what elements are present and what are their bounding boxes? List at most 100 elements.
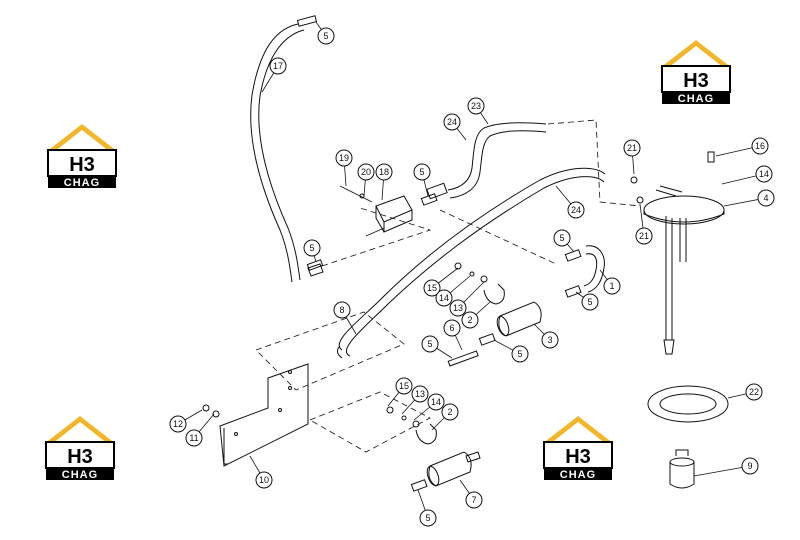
callout-label: 20 — [361, 167, 371, 177]
callout-7: 7 — [459, 479, 483, 509]
callout-circle — [435, 289, 453, 307]
callout-circle — [581, 293, 599, 311]
callout-15: 15 — [387, 377, 413, 407]
callout-circle — [441, 403, 459, 421]
callout-circle — [185, 429, 203, 447]
solenoid-valve-18 — [339, 185, 413, 237]
callout-circle — [413, 163, 431, 181]
fittings — [306, 193, 582, 492]
callout-14: 14 — [413, 393, 445, 421]
callout-circle — [169, 415, 187, 433]
callout-11: 11 — [185, 413, 215, 447]
callout-label: 9 — [747, 461, 752, 471]
callout-9: 9 — [693, 457, 759, 477]
callout-1: 1 — [599, 269, 621, 295]
callout-circle — [567, 201, 585, 219]
callout-circle — [303, 239, 321, 257]
callout-circle — [443, 319, 461, 337]
callout-label: 23 — [471, 101, 481, 111]
callout-5: 5 — [303, 239, 321, 263]
hose-17 — [250, 15, 324, 283]
callout-label: 15 — [399, 381, 409, 391]
fuel-filter-3 — [496, 301, 542, 337]
hose-8 — [336, 167, 606, 359]
callout-circle — [511, 345, 529, 363]
callout-24: 24 — [555, 185, 585, 219]
callout-label: 2 — [447, 407, 452, 417]
callout-circle — [375, 163, 393, 181]
callout-circle — [333, 301, 351, 319]
callout-label: 5 — [517, 349, 522, 359]
callout-circle — [269, 57, 287, 75]
callout-4: 4 — [723, 189, 775, 207]
callout-circle — [465, 491, 483, 509]
callout-circle — [395, 377, 413, 395]
callout-24: 24 — [443, 113, 467, 141]
callout-circle — [317, 27, 335, 45]
callout-label: 13 — [415, 389, 425, 399]
callout-5: 5 — [421, 335, 453, 359]
callout-circle — [603, 277, 621, 295]
callout-circle — [357, 163, 375, 181]
callout-21: 21 — [635, 203, 653, 245]
callout-16: 16 — [715, 137, 769, 157]
svg-text:CHAG: CHAG — [678, 93, 714, 105]
callout-label: 3 — [547, 335, 552, 345]
callout-12: 12 — [169, 409, 203, 433]
callout-14: 14 — [721, 165, 773, 185]
brand-logo: H3 CHAG — [542, 416, 614, 481]
callout-circle — [419, 509, 437, 527]
callout-18: 18 — [375, 163, 393, 201]
gasket-22 — [647, 385, 729, 423]
callout-label: 14 — [439, 293, 449, 303]
callout-2: 2 — [431, 403, 459, 431]
callout-label: 4 — [763, 193, 768, 203]
callout-label: 5 — [425, 513, 430, 523]
callout-circle — [741, 457, 759, 475]
callout-circle — [751, 137, 769, 155]
callout-label: 2 — [467, 315, 472, 325]
logo-roof-icon — [44, 416, 116, 444]
callout-label: 6 — [449, 323, 454, 333]
svg-text:H3: H3 — [69, 154, 95, 176]
callout-5: 5 — [493, 339, 529, 363]
callout-circle — [541, 331, 559, 349]
logo-roof-icon — [542, 416, 614, 444]
callout-label: 24 — [447, 117, 457, 127]
brand-logo: H3 CHAG — [660, 40, 732, 105]
callout-5: 5 — [315, 21, 335, 45]
callout-circle — [427, 393, 445, 411]
callout-13: 13 — [449, 281, 485, 317]
callout-3: 3 — [533, 323, 559, 349]
callout-10: 10 — [249, 455, 273, 489]
svg-text:CHAG: CHAG — [64, 177, 100, 189]
callout-label: 19 — [339, 153, 349, 163]
callout-label: 10 — [259, 475, 269, 485]
callout-circle — [461, 311, 479, 329]
callout-5: 5 — [413, 163, 431, 197]
callout-circle — [411, 385, 429, 403]
callout-label: 7 — [471, 495, 476, 505]
tank-sender-4 — [630, 151, 725, 355]
callout-22: 22 — [727, 383, 763, 401]
callout-6: 6 — [443, 319, 463, 351]
callout-label: 16 — [755, 141, 765, 151]
callout-circle — [421, 335, 439, 353]
callout-8: 8 — [333, 301, 357, 335]
svg-text:CHAG: CHAG — [560, 469, 596, 481]
fuel-filter-7 — [426, 451, 481, 487]
callout-5: 5 — [575, 291, 599, 311]
callout-label: 14 — [431, 397, 441, 407]
strainer-9 — [669, 449, 695, 489]
dashed-guides — [255, 119, 641, 453]
callout-circle — [443, 113, 461, 131]
callout-label: 1 — [609, 281, 614, 291]
callout-label: 5 — [559, 233, 564, 243]
brand-logo: H3 CHAG — [46, 124, 118, 189]
callout-label: 5 — [427, 339, 432, 349]
callout-17: 17 — [261, 57, 287, 93]
callout-circle — [423, 279, 441, 297]
callout-circle — [755, 165, 773, 183]
